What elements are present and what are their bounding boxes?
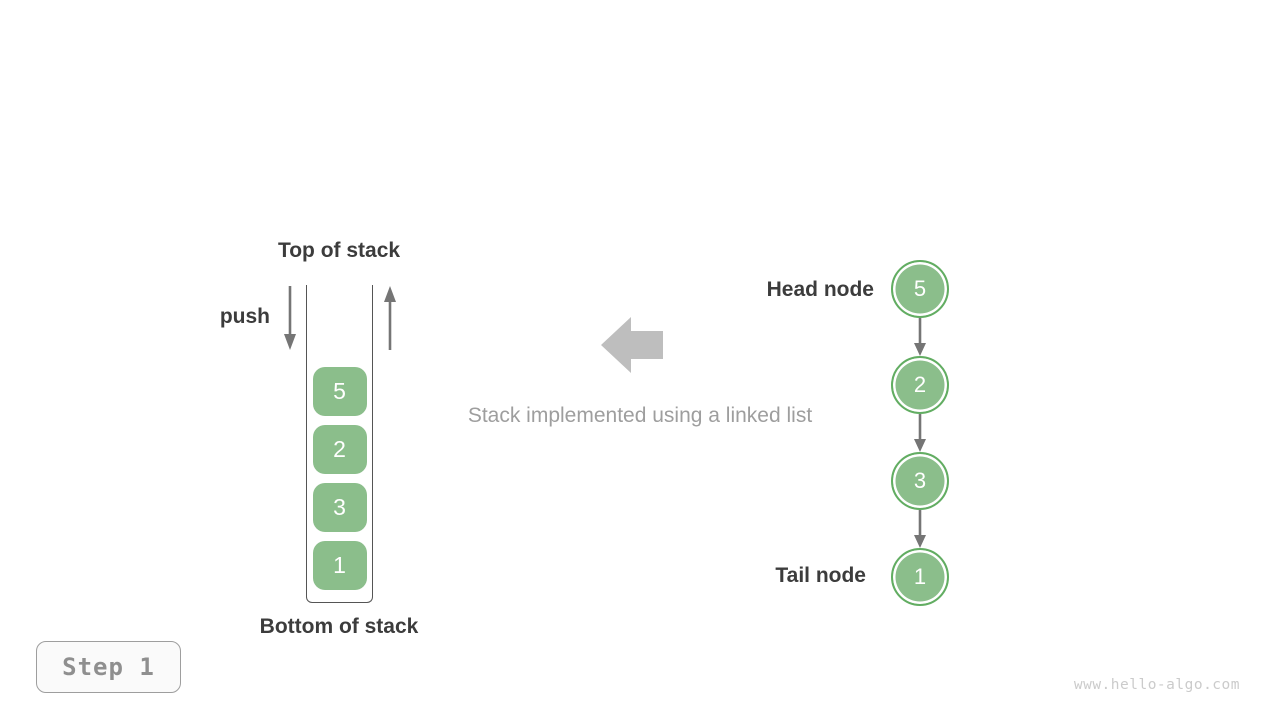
stack-item: 1 — [312, 541, 367, 590]
stack-bottom-label: Bottom of stack — [259, 615, 419, 638]
linked-list-node: 5 — [891, 260, 949, 318]
figure-caption: Stack implemented using a linked list — [467, 404, 813, 427]
left-block-arrow-icon — [601, 317, 663, 373]
linked-list-node: 3 — [891, 452, 949, 510]
linked-list-node: 1 — [891, 548, 949, 606]
stack-item: 5 — [312, 367, 367, 416]
next-pointer-arrow-icon — [913, 510, 927, 548]
push-label: push — [219, 305, 270, 328]
stack-item: 2 — [312, 425, 367, 474]
pop-up-arrow-icon — [384, 286, 396, 350]
linked-list: 5 2 3 1 — [891, 260, 949, 606]
stack-top-label: Top of stack — [277, 239, 401, 262]
step-badge: Step 1 — [36, 641, 181, 693]
push-down-arrow-icon — [284, 286, 296, 350]
head-node-label: Head node — [766, 278, 874, 301]
watermark: www.hello-algo.com — [1073, 677, 1240, 693]
stack-container: 5 2 3 1 — [306, 285, 373, 603]
next-pointer-arrow-icon — [913, 414, 927, 452]
stack-item: 3 — [312, 483, 367, 532]
linked-list-node: 2 — [891, 356, 949, 414]
tail-node-label: Tail node — [775, 564, 866, 587]
next-pointer-arrow-icon — [913, 318, 927, 356]
